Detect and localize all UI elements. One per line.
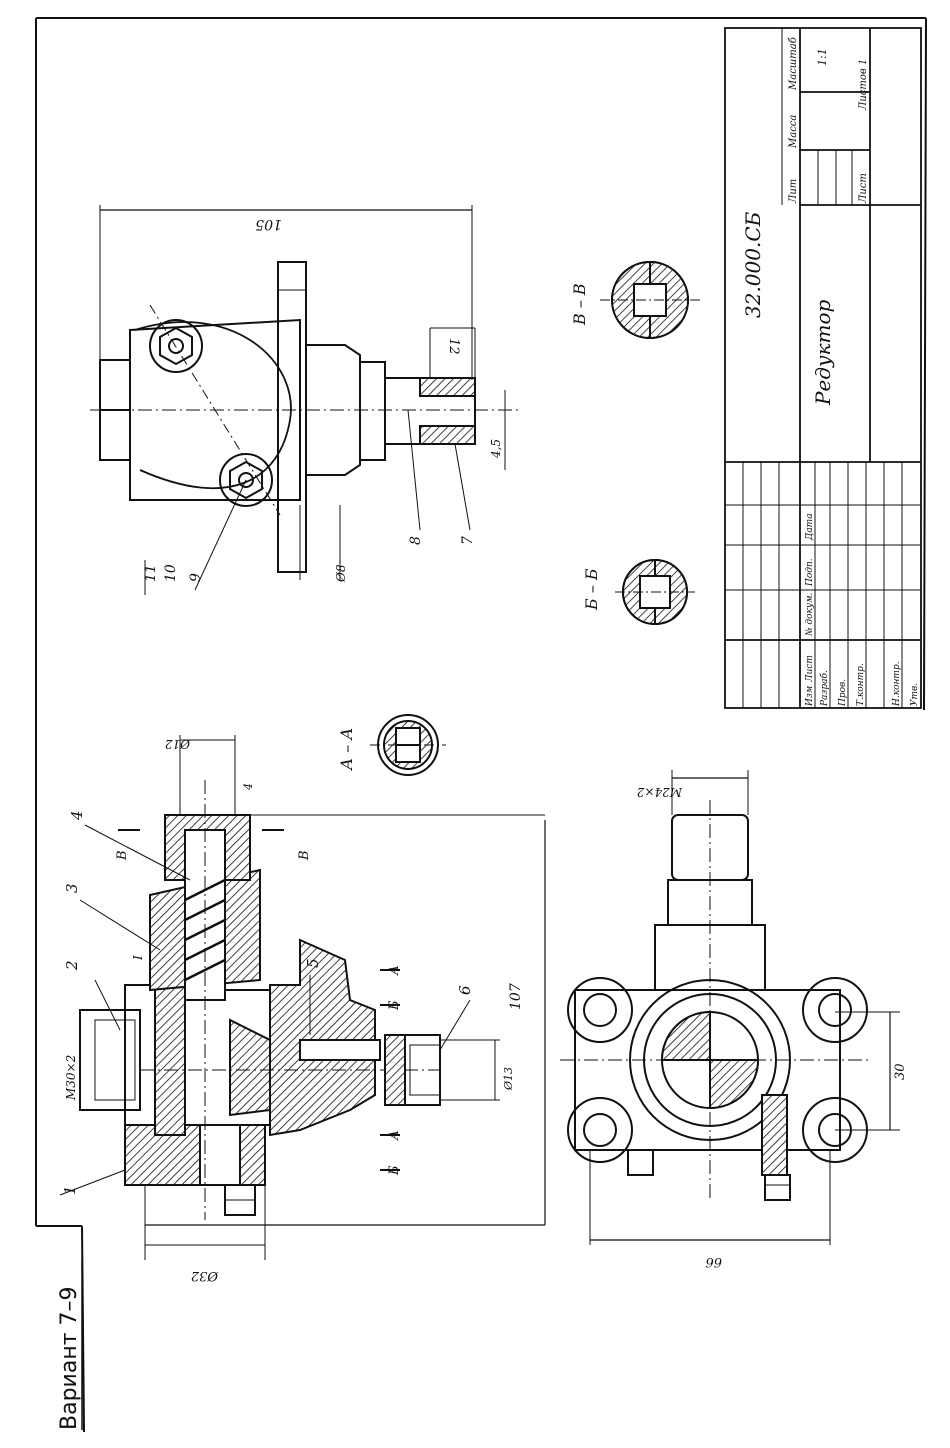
svg-text:А: А	[387, 965, 402, 976]
svg-text:Редуктор: Редуктор	[811, 299, 835, 406]
svg-text:12: 12	[446, 338, 461, 355]
svg-text:Ø32: Ø32	[191, 1268, 219, 1283]
svg-text:Б: Б	[387, 1000, 402, 1011]
svg-text:4: 4	[68, 810, 86, 821]
svg-text:1: 1	[61, 1185, 79, 1195]
svg-text:Лист: Лист	[805, 655, 815, 683]
svg-text:I: I	[131, 955, 145, 961]
svg-text:Ø13: Ø13	[502, 1067, 515, 1091]
svg-text:Т.контр.: Т.контр.	[856, 663, 866, 706]
svg-text:1:1: 1:1	[816, 48, 829, 66]
svg-text:Изм: Изм	[805, 686, 815, 707]
svg-text:4,5: 4,5	[489, 439, 503, 459]
svg-text:Листов 1: Листов 1	[858, 59, 869, 111]
svg-text:Н.контр.: Н.контр.	[892, 661, 902, 707]
variant-label: Вариант 7–9	[57, 1260, 83, 1430]
svg-text:6: 6	[456, 985, 474, 995]
svg-text:М30×2: М30×2	[64, 1055, 78, 1101]
svg-text:А: А	[387, 1130, 402, 1141]
svg-text:Ø12: Ø12	[165, 737, 191, 751]
section-vv-label: В – В	[570, 283, 589, 326]
svg-text:№ докум.: № докум.	[805, 592, 815, 637]
svg-text:9: 9	[188, 573, 204, 582]
section-aa-label: А – А	[337, 728, 356, 771]
section-bb	[615, 558, 695, 626]
svg-text:66: 66	[705, 1254, 722, 1269]
title-block-text: 32.000.СБ Редуктор Лит Масса Масштаб 1:1…	[741, 36, 920, 707]
svg-text:Б: Б	[387, 1165, 402, 1176]
main-section-view	[59, 735, 546, 1260]
svg-text:107: 107	[508, 983, 524, 1010]
svg-text:Масштаб: Масштаб	[788, 36, 799, 91]
svg-text:Лист: Лист	[858, 173, 869, 204]
svg-text:5: 5	[304, 958, 322, 968]
svg-text:32.000.СБ: 32.000.СБ	[741, 211, 765, 318]
end-view-labels: 66 30 М24×2	[637, 785, 908, 1269]
svg-text:Масса: Масса	[788, 115, 799, 149]
svg-text:Утв.: Утв.	[910, 683, 920, 706]
main-section-labels: 1 2 3 4 5 6 I 107 Ø32 М30×2 Ø12 4 Ø13 В …	[61, 737, 524, 1283]
svg-text:Пров.: Пров.	[838, 679, 848, 707]
svg-text:3: 3	[63, 883, 81, 893]
end-view	[560, 770, 900, 1245]
svg-text:2: 2	[63, 960, 81, 971]
svg-text:30: 30	[893, 1063, 908, 1080]
section-aa	[370, 714, 446, 776]
sheet-frame	[35, 17, 927, 1433]
svg-text:7: 7	[460, 536, 476, 545]
section-bb-label: Б – Б	[582, 568, 601, 611]
svg-text:М24×2: М24×2	[637, 785, 683, 799]
svg-text:Дата: Дата	[805, 513, 815, 541]
top-view	[90, 205, 520, 595]
section-vv	[600, 260, 700, 340]
svg-text:4: 4	[242, 783, 255, 791]
svg-text:В: В	[297, 850, 312, 861]
svg-text:8: 8	[408, 536, 424, 545]
svg-text:11: 11	[143, 564, 159, 582]
title-block	[724, 27, 922, 709]
svg-text:Разраб.: Разраб.	[819, 670, 830, 707]
svg-text:Ø8: Ø8	[334, 564, 348, 583]
top-view-labels: 105 12 4,5 Ø8 8 7 11 10 9	[143, 216, 503, 583]
svg-text:105: 105	[255, 216, 282, 232]
svg-text:10: 10	[163, 564, 179, 582]
svg-text:Подп.: Подп.	[805, 558, 815, 587]
svg-text:В: В	[115, 850, 130, 861]
svg-text:Лит: Лит	[788, 179, 799, 204]
svg-text:Вариант 7–9: Вариант 7–9	[57, 1286, 82, 1430]
